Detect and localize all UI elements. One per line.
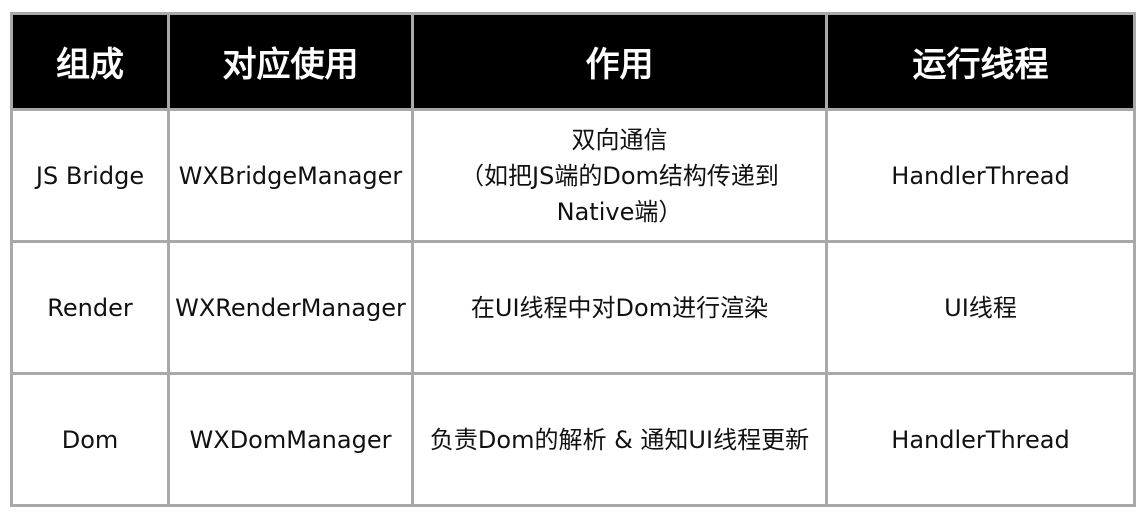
cell-role-line: 双向通信 (571, 125, 668, 154)
table-row: Dom WXDomManager 负责Dom的解析 & 通知UI线程更新 Han… (10, 372, 1136, 507)
table-row: JS Bridge WXBridgeManager 双向通信 （如把JS端的Do… (10, 108, 1136, 243)
header-role: 作用 (411, 12, 828, 111)
table-container: 组成 对应使用 作用 运行线程 JS Bridge WXBridgeManage… (10, 12, 1136, 507)
header-component: 组成 (10, 12, 170, 111)
architecture-table: 组成 对应使用 作用 运行线程 JS Bridge WXBridgeManage… (10, 12, 1136, 507)
header-manager: 对应使用 (167, 12, 414, 111)
cell-component: Dom (10, 372, 170, 507)
cell-manager: WXBridgeManager (167, 108, 414, 243)
table-row: Render WXRenderManager 在UI线程中对Dom进行渲染 UI… (10, 240, 1136, 375)
header-row: 组成 对应使用 作用 运行线程 (10, 12, 1136, 111)
cell-role: 双向通信 （如把JS端的Dom结构传递到 Native端） (411, 108, 828, 243)
cell-thread: HandlerThread (825, 108, 1136, 243)
cell-manager: WXRenderManager (167, 240, 414, 375)
cell-component: Render (10, 240, 170, 375)
cell-component: JS Bridge (10, 108, 170, 243)
cell-thread: UI线程 (825, 240, 1136, 375)
header-thread: 运行线程 (825, 12, 1136, 111)
cell-manager: WXDomManager (167, 372, 414, 507)
cell-thread: HandlerThread (825, 372, 1136, 507)
cell-role: 在UI线程中对Dom进行渲染 (411, 240, 828, 375)
cell-role-line: 在UI线程中对Dom进行渲染 (470, 293, 769, 322)
cell-role-line: Native端） (556, 197, 683, 226)
cell-role: 负责Dom的解析 & 通知UI线程更新 (411, 372, 828, 507)
cell-role-line: （如把JS端的Dom结构传递到 (460, 161, 779, 190)
cell-role-line: 负责Dom的解析 & 通知UI线程更新 (429, 425, 810, 454)
